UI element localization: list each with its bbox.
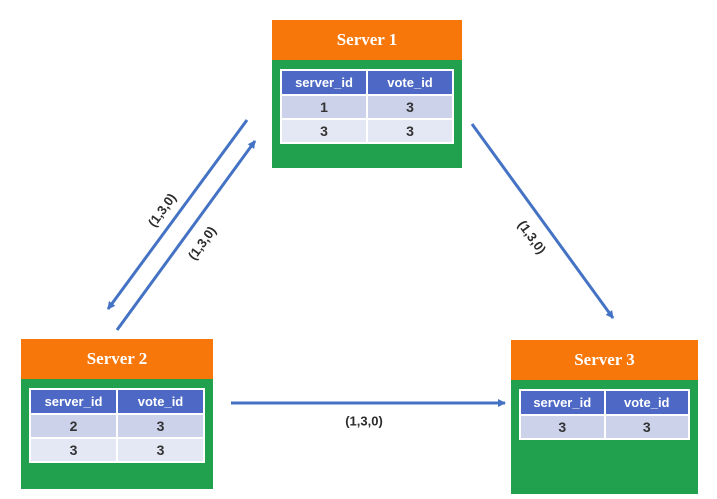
table-row: 3 3 <box>521 416 688 438</box>
server3-body: server_id vote_id 3 3 <box>511 380 698 494</box>
column-header-server-id: server_id <box>521 391 604 414</box>
cell-vote-id: 3 <box>118 439 203 461</box>
table-header-row: server_id vote_id <box>521 391 688 414</box>
server1-table: server_id vote_id 1 3 3 3 <box>280 69 454 144</box>
server1-title: Server 1 <box>272 20 462 60</box>
arrow-server2-to-server1 <box>115 140 257 331</box>
server2-node: Server 2 server_id vote_id 2 3 3 3 <box>21 339 213 489</box>
server1-node: Server 1 server_id vote_id 1 3 3 3 <box>272 20 462 168</box>
edge-label-server2-to-server3: (1,3,0) <box>345 413 383 429</box>
table-row: 2 3 <box>31 415 203 437</box>
arrow-server1-to-server3 <box>470 123 615 319</box>
server2-title: Server 2 <box>21 339 213 379</box>
server3-table: server_id vote_id 3 3 <box>519 389 690 440</box>
column-header-vote-id: vote_id <box>368 71 452 94</box>
cell-vote-id: 3 <box>605 416 688 438</box>
server3-title: Server 3 <box>511 340 698 380</box>
arrow-server1-to-server2 <box>106 119 249 310</box>
cell-server-id: 3 <box>521 416 604 438</box>
table-row: 1 3 <box>282 96 452 118</box>
cell-vote-id: 3 <box>368 96 452 118</box>
table-row: 3 3 <box>282 120 452 142</box>
cell-vote-id: 3 <box>368 120 452 142</box>
cell-vote-id: 3 <box>118 415 203 437</box>
server1-body: server_id vote_id 1 3 3 3 <box>272 60 462 168</box>
column-header-vote-id: vote_id <box>118 390 203 413</box>
column-header-server-id: server_id <box>31 390 116 413</box>
column-header-server-id: server_id <box>282 71 366 94</box>
table-header-row: server_id vote_id <box>282 71 452 94</box>
table-header-row: server_id vote_id <box>31 390 203 413</box>
server3-node: Server 3 server_id vote_id 3 3 <box>511 340 698 494</box>
column-header-vote-id: vote_id <box>605 391 688 414</box>
cell-server-id: 3 <box>282 120 366 142</box>
cell-server-id: 1 <box>282 96 366 118</box>
server2-body: server_id vote_id 2 3 3 3 <box>21 379 213 489</box>
cell-server-id: 3 <box>31 439 116 461</box>
server2-table: server_id vote_id 2 3 3 3 <box>29 388 205 463</box>
table-row: 3 3 <box>31 439 203 461</box>
cell-server-id: 2 <box>31 415 116 437</box>
